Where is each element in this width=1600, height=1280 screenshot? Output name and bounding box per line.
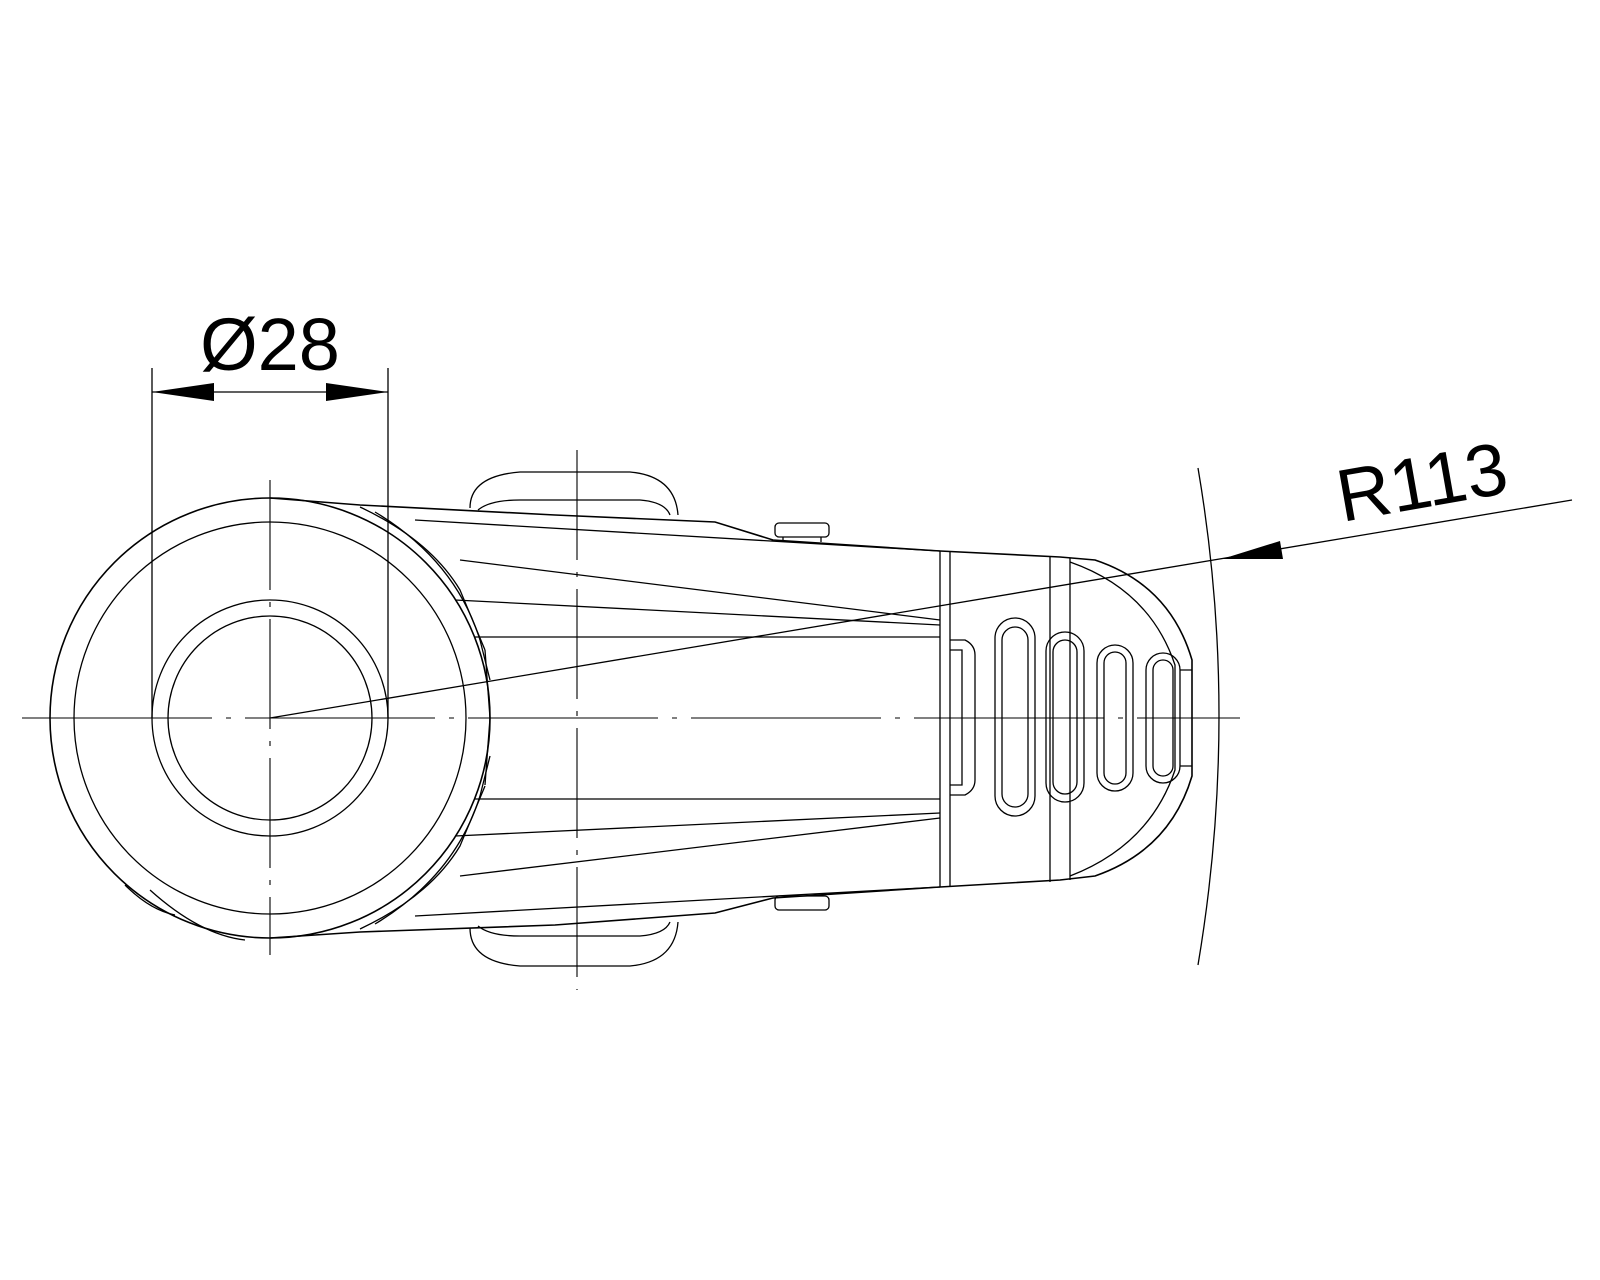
diameter-label: Ø28 [200, 303, 340, 386]
dimension-arrow-right [326, 383, 388, 401]
mount-lugs [469, 471, 830, 967]
dimension-arrow-left [152, 383, 214, 401]
vent-slots [994, 617, 1181, 817]
radius-label: R113 [1330, 426, 1513, 538]
dimension-arrow-radius [1222, 541, 1283, 559]
center-lines [22, 450, 1240, 990]
spout-body [269, 497, 1193, 939]
diameter-dimension: Ø28 [151, 303, 389, 718]
